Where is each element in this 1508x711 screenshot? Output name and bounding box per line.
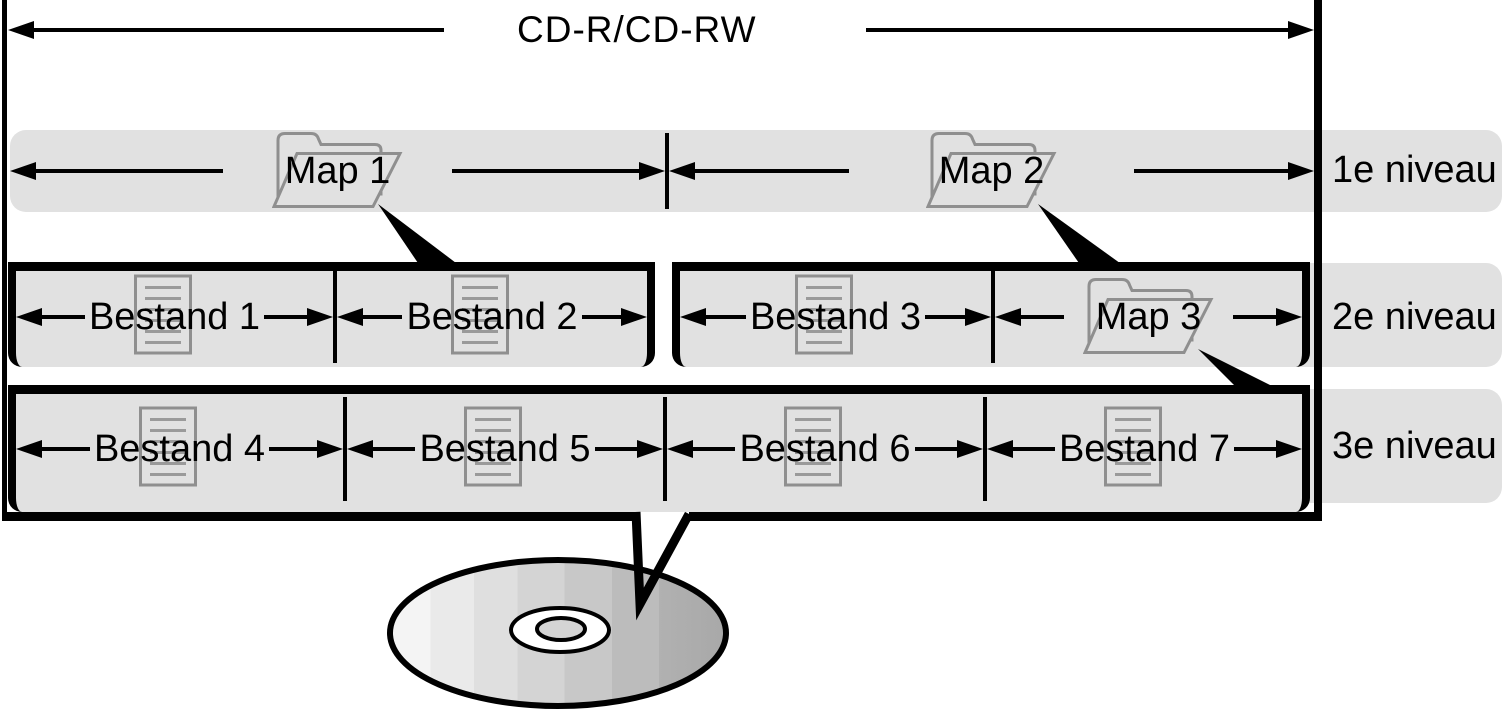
bestand5-group: Bestand 5 xyxy=(419,397,591,501)
arrowhead-left-icon xyxy=(337,308,363,326)
frame-bottom-border-right xyxy=(689,512,1322,521)
document-icon xyxy=(794,274,853,360)
map1-group: Map 1 xyxy=(271,130,402,212)
bestand2-group: Bestand 2 xyxy=(406,271,578,363)
frame-bottom-border-left xyxy=(2,512,636,521)
file-label: Bestand 5 xyxy=(419,428,591,470)
document-icon xyxy=(133,274,192,360)
document-icon xyxy=(1103,406,1162,492)
disc-title-text: CD-R/CD-RW xyxy=(517,9,757,50)
disc-title: CD-R/CD-RW xyxy=(517,8,757,52)
folder-label: Map 2 xyxy=(938,150,1045,192)
document-icon xyxy=(451,274,509,360)
arrowhead-left-icon xyxy=(995,308,1021,326)
document-icon xyxy=(784,406,842,492)
frame-left-border xyxy=(2,0,7,521)
level1-label: 1e niveau xyxy=(1332,149,1497,191)
level1-divider xyxy=(665,133,669,209)
file-label: Bestand 1 xyxy=(88,296,261,338)
bestand7-group: Bestand 7 xyxy=(1059,397,1230,501)
document-icon xyxy=(138,406,197,492)
title-arrow-left xyxy=(8,21,444,39)
level3-divider-3 xyxy=(983,397,987,501)
folder-icon xyxy=(271,128,404,215)
bestand3-group: Bestand 3 xyxy=(750,271,921,363)
arrowhead-right-icon xyxy=(637,440,664,458)
level2-section-bestand2: Bestand 2 xyxy=(337,271,648,363)
map3-group: Map 3 xyxy=(1082,271,1213,363)
file-label: Bestand 3 xyxy=(749,296,922,338)
arrowhead-left-icon xyxy=(16,308,42,326)
folder-icon xyxy=(925,128,1058,215)
level2-divider-right-box xyxy=(991,271,995,363)
level2-section-bestand1: Bestand 1 xyxy=(16,271,334,363)
level3-divider-1 xyxy=(343,397,347,501)
disc-callout-pointer xyxy=(631,511,693,621)
level1-section-map1: Map 1 xyxy=(10,130,665,212)
map2-group: Map 2 xyxy=(925,130,1056,212)
level2-divider-left-box xyxy=(333,271,337,363)
arrowhead-right-icon xyxy=(307,308,334,326)
arrowhead-left-icon xyxy=(987,440,1013,458)
folder-icon xyxy=(1082,274,1215,361)
level3-section-bestand5: Bestand 5 xyxy=(347,397,664,501)
level1-section-map2: Map 2 xyxy=(669,130,1314,212)
bestand6-group: Bestand 6 xyxy=(739,397,911,501)
arrowhead-left-icon xyxy=(347,440,373,458)
level3-label: 3e niveau xyxy=(1332,425,1497,467)
arrowhead-right-icon xyxy=(1288,162,1314,180)
level2-section-map3: Map 3 xyxy=(995,271,1302,363)
arrowhead-left-icon xyxy=(667,440,693,458)
arrowhead-left-icon xyxy=(16,440,42,458)
arrowhead-left-icon xyxy=(669,162,695,180)
level2-section-bestand3: Bestand 3 xyxy=(680,271,992,363)
document-icon xyxy=(464,406,522,492)
bestand4-group: Bestand 4 xyxy=(94,397,265,501)
arrowhead-right-icon xyxy=(1276,440,1303,458)
level3-divider-2 xyxy=(663,397,667,501)
folder-label: Map 1 xyxy=(284,150,391,192)
file-label: Bestand 4 xyxy=(93,428,266,470)
level3-section-bestand7: Bestand 7 xyxy=(987,397,1303,501)
arrowhead-right-icon xyxy=(965,308,992,326)
bestand1-group: Bestand 1 xyxy=(89,271,260,363)
level3-section-bestand4: Bestand 4 xyxy=(16,397,344,501)
arrowhead-left-icon xyxy=(8,21,34,39)
arrowhead-right-icon xyxy=(317,440,344,458)
file-label: Bestand 2 xyxy=(406,296,578,338)
arrowhead-right-icon xyxy=(957,440,984,458)
arrowhead-left-icon xyxy=(10,162,36,180)
level2-label: 2e niveau xyxy=(1332,296,1497,338)
file-label: Bestand 7 xyxy=(1058,428,1231,470)
folder-label: Map 3 xyxy=(1095,296,1202,338)
arrowhead-right-icon xyxy=(1288,21,1314,39)
level3-section-bestand6: Bestand 6 xyxy=(667,397,984,501)
frame-right-border xyxy=(1314,0,1322,521)
title-arrow-right xyxy=(866,21,1314,39)
arrowhead-right-icon xyxy=(639,162,665,180)
file-label: Bestand 6 xyxy=(739,428,911,470)
arrowhead-right-icon xyxy=(621,308,648,326)
arrowhead-right-icon xyxy=(1276,308,1302,326)
arrowhead-left-icon xyxy=(680,308,706,326)
cd-disc-icon xyxy=(387,557,729,709)
